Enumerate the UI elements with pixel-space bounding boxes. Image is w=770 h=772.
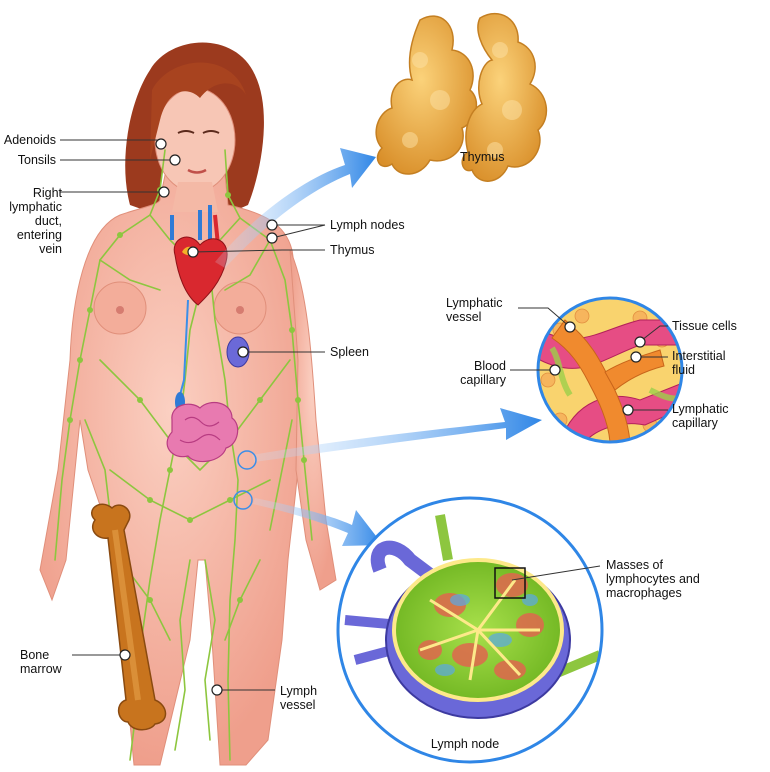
thoracic-duct xyxy=(179,299,189,396)
head xyxy=(154,87,236,193)
label-tissue-cells: Tissue cells xyxy=(672,319,737,333)
right-arm xyxy=(289,249,337,591)
eye-right xyxy=(202,130,220,134)
arrow-to-capillary xyxy=(252,408,542,462)
nipple-right xyxy=(236,306,244,314)
dot-bone-marrow xyxy=(119,649,131,661)
intestines xyxy=(166,401,239,463)
dot-thymus xyxy=(187,246,199,258)
dot-adenoids xyxy=(155,138,167,150)
heart xyxy=(170,205,228,306)
label-tonsils: Tonsils xyxy=(17,153,56,167)
neck xyxy=(172,182,218,212)
arrow-to-thymus xyxy=(215,148,376,268)
nipple-left xyxy=(116,306,124,314)
label-blood-capillary: Blood capillary xyxy=(460,359,506,387)
dot-lymphatic-capillary xyxy=(622,404,634,416)
mouth xyxy=(187,168,207,174)
dot-tonsils xyxy=(169,154,181,166)
label-spleen: Spleen xyxy=(330,345,369,359)
dot-blood-capillary xyxy=(549,364,561,376)
label-lymph-vessel: Lymph vessel xyxy=(280,684,318,712)
label-lymph-nodes: Lymph nodes xyxy=(330,218,405,232)
dot-lymph-nodes xyxy=(266,219,278,231)
label-right-lymphatic-duct: Right lymphatic duct, entering vein xyxy=(9,186,62,256)
dot-right-lymphatic-duct xyxy=(158,186,170,198)
dot-interstitial-fluid xyxy=(630,351,642,363)
label-bone-marrow: Bone marrow xyxy=(20,648,62,676)
lymph-node-inset xyxy=(336,496,604,764)
dot-lymphatic-vessel xyxy=(564,321,576,333)
arrow-to-lymph-node xyxy=(253,498,383,546)
eye-left xyxy=(177,130,195,134)
lymphatic-capillary-inset xyxy=(536,296,684,444)
label-interstitial-fluid: Interstitial fluid xyxy=(672,349,726,377)
dot-spleen xyxy=(237,346,249,358)
label-lymph-node-title: Lymph node xyxy=(430,737,500,751)
label-adenoids: Adenoids xyxy=(3,133,56,147)
zoom-ring-capillary xyxy=(237,450,257,470)
label-thymus-title: Thymus xyxy=(460,150,505,164)
pointer-dots xyxy=(119,138,646,696)
zoom-arrows xyxy=(215,148,542,546)
hair-front xyxy=(150,62,246,160)
dot-lymph-nodes-2 xyxy=(266,232,278,244)
femur-bone xyxy=(91,503,167,731)
dot-lymph-vessel xyxy=(211,684,223,696)
zoom-ring-node xyxy=(233,490,253,510)
label-masses: Masses of lymphocytes and macrophages xyxy=(606,558,700,600)
thymus-organ-illustration xyxy=(375,12,548,182)
label-lymphatic-capillary: Lymphatic capillary xyxy=(672,402,729,430)
label-thymus: Thymus xyxy=(330,243,375,257)
label-lymphatic-vessel: Lymphatic vessel xyxy=(446,296,503,324)
dot-tissue-cells xyxy=(634,336,646,348)
